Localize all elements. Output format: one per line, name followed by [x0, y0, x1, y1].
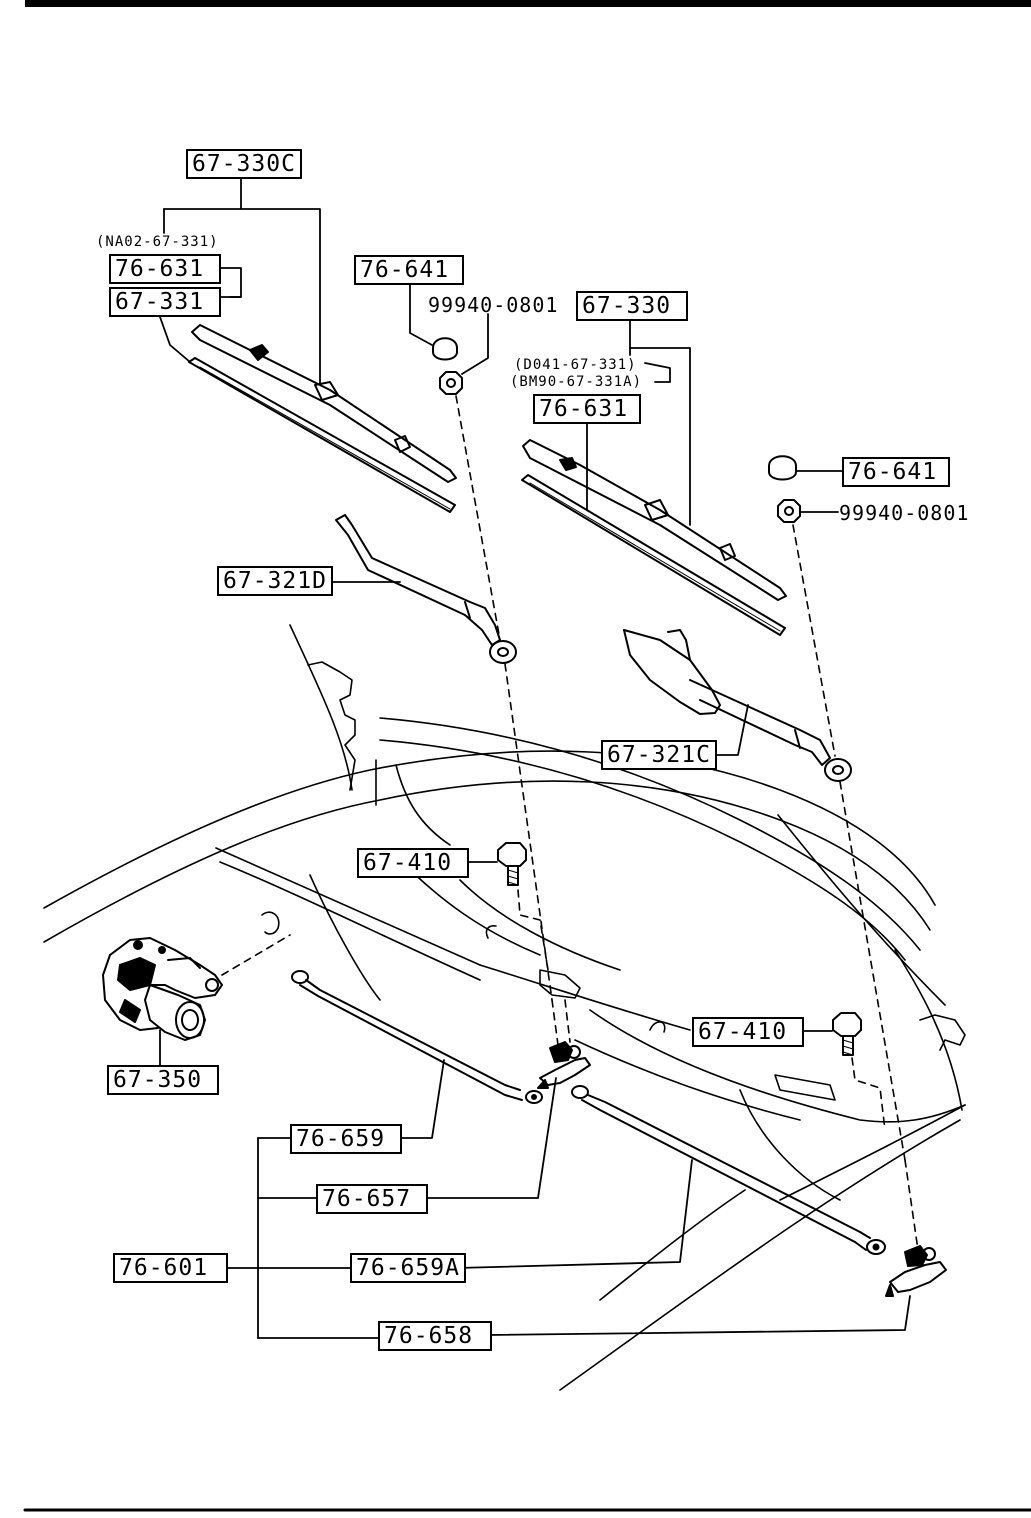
label-76-601: 76-601: [113, 1253, 228, 1283]
label-67-410-left: 67-410: [357, 848, 469, 878]
label-76-641-left: 76-641: [354, 255, 464, 285]
right-bolt: [832, 1012, 862, 1056]
left-cap-and-nut: [432, 337, 463, 395]
right-wiper-blade: [521, 439, 787, 636]
right-cap-and-nut: [768, 455, 801, 523]
right-wiper-arm: [623, 629, 852, 782]
label-99940-0801-left: 99940-0801: [428, 293, 559, 317]
assembly-dashed-lines: [221, 395, 919, 1251]
label-67-410-right: 67-410: [692, 1017, 804, 1047]
vehicle-body-outline: [43, 624, 966, 1391]
label-99940-0801-right: 99940-0801: [839, 501, 970, 525]
left-linkage-rod: [291, 970, 543, 1104]
label-67-350: 67-350: [107, 1065, 219, 1095]
left-bolt: [497, 842, 527, 886]
label-76-659: 76-659: [290, 1124, 402, 1154]
label-76-657: 76-657: [316, 1184, 428, 1214]
label-76-641-right: 76-641: [842, 457, 950, 487]
top-border: [25, 0, 1031, 7]
label-67-330C: 67-330C: [186, 149, 302, 179]
left-wiper-blade: [188, 324, 457, 513]
label-76-631-left: 76-631: [109, 254, 221, 284]
label-76-631-right: 76-631: [533, 394, 641, 424]
label-67-321C: 67-321C: [601, 740, 717, 770]
note-na02: (NA02-67-331): [96, 234, 219, 250]
left-pivot: [537, 1041, 591, 1089]
label-76-658: 76-658: [378, 1321, 492, 1351]
left-wiper-arm: [335, 514, 517, 664]
note-bm90: (BM90-67-331A): [510, 374, 643, 390]
right-pivot: [885, 1245, 947, 1297]
leader-lines: [159, 176, 911, 1339]
note-d041: (D041-67-331): [514, 357, 637, 373]
label-76-659A: 76-659A: [350, 1253, 466, 1283]
label-67-321D: 67-321D: [217, 566, 333, 596]
label-67-330: 67-330: [576, 291, 688, 321]
wiper-motor: [102, 937, 223, 1041]
right-linkage-rod: [571, 1085, 886, 1255]
label-67-331: 67-331: [109, 287, 221, 317]
